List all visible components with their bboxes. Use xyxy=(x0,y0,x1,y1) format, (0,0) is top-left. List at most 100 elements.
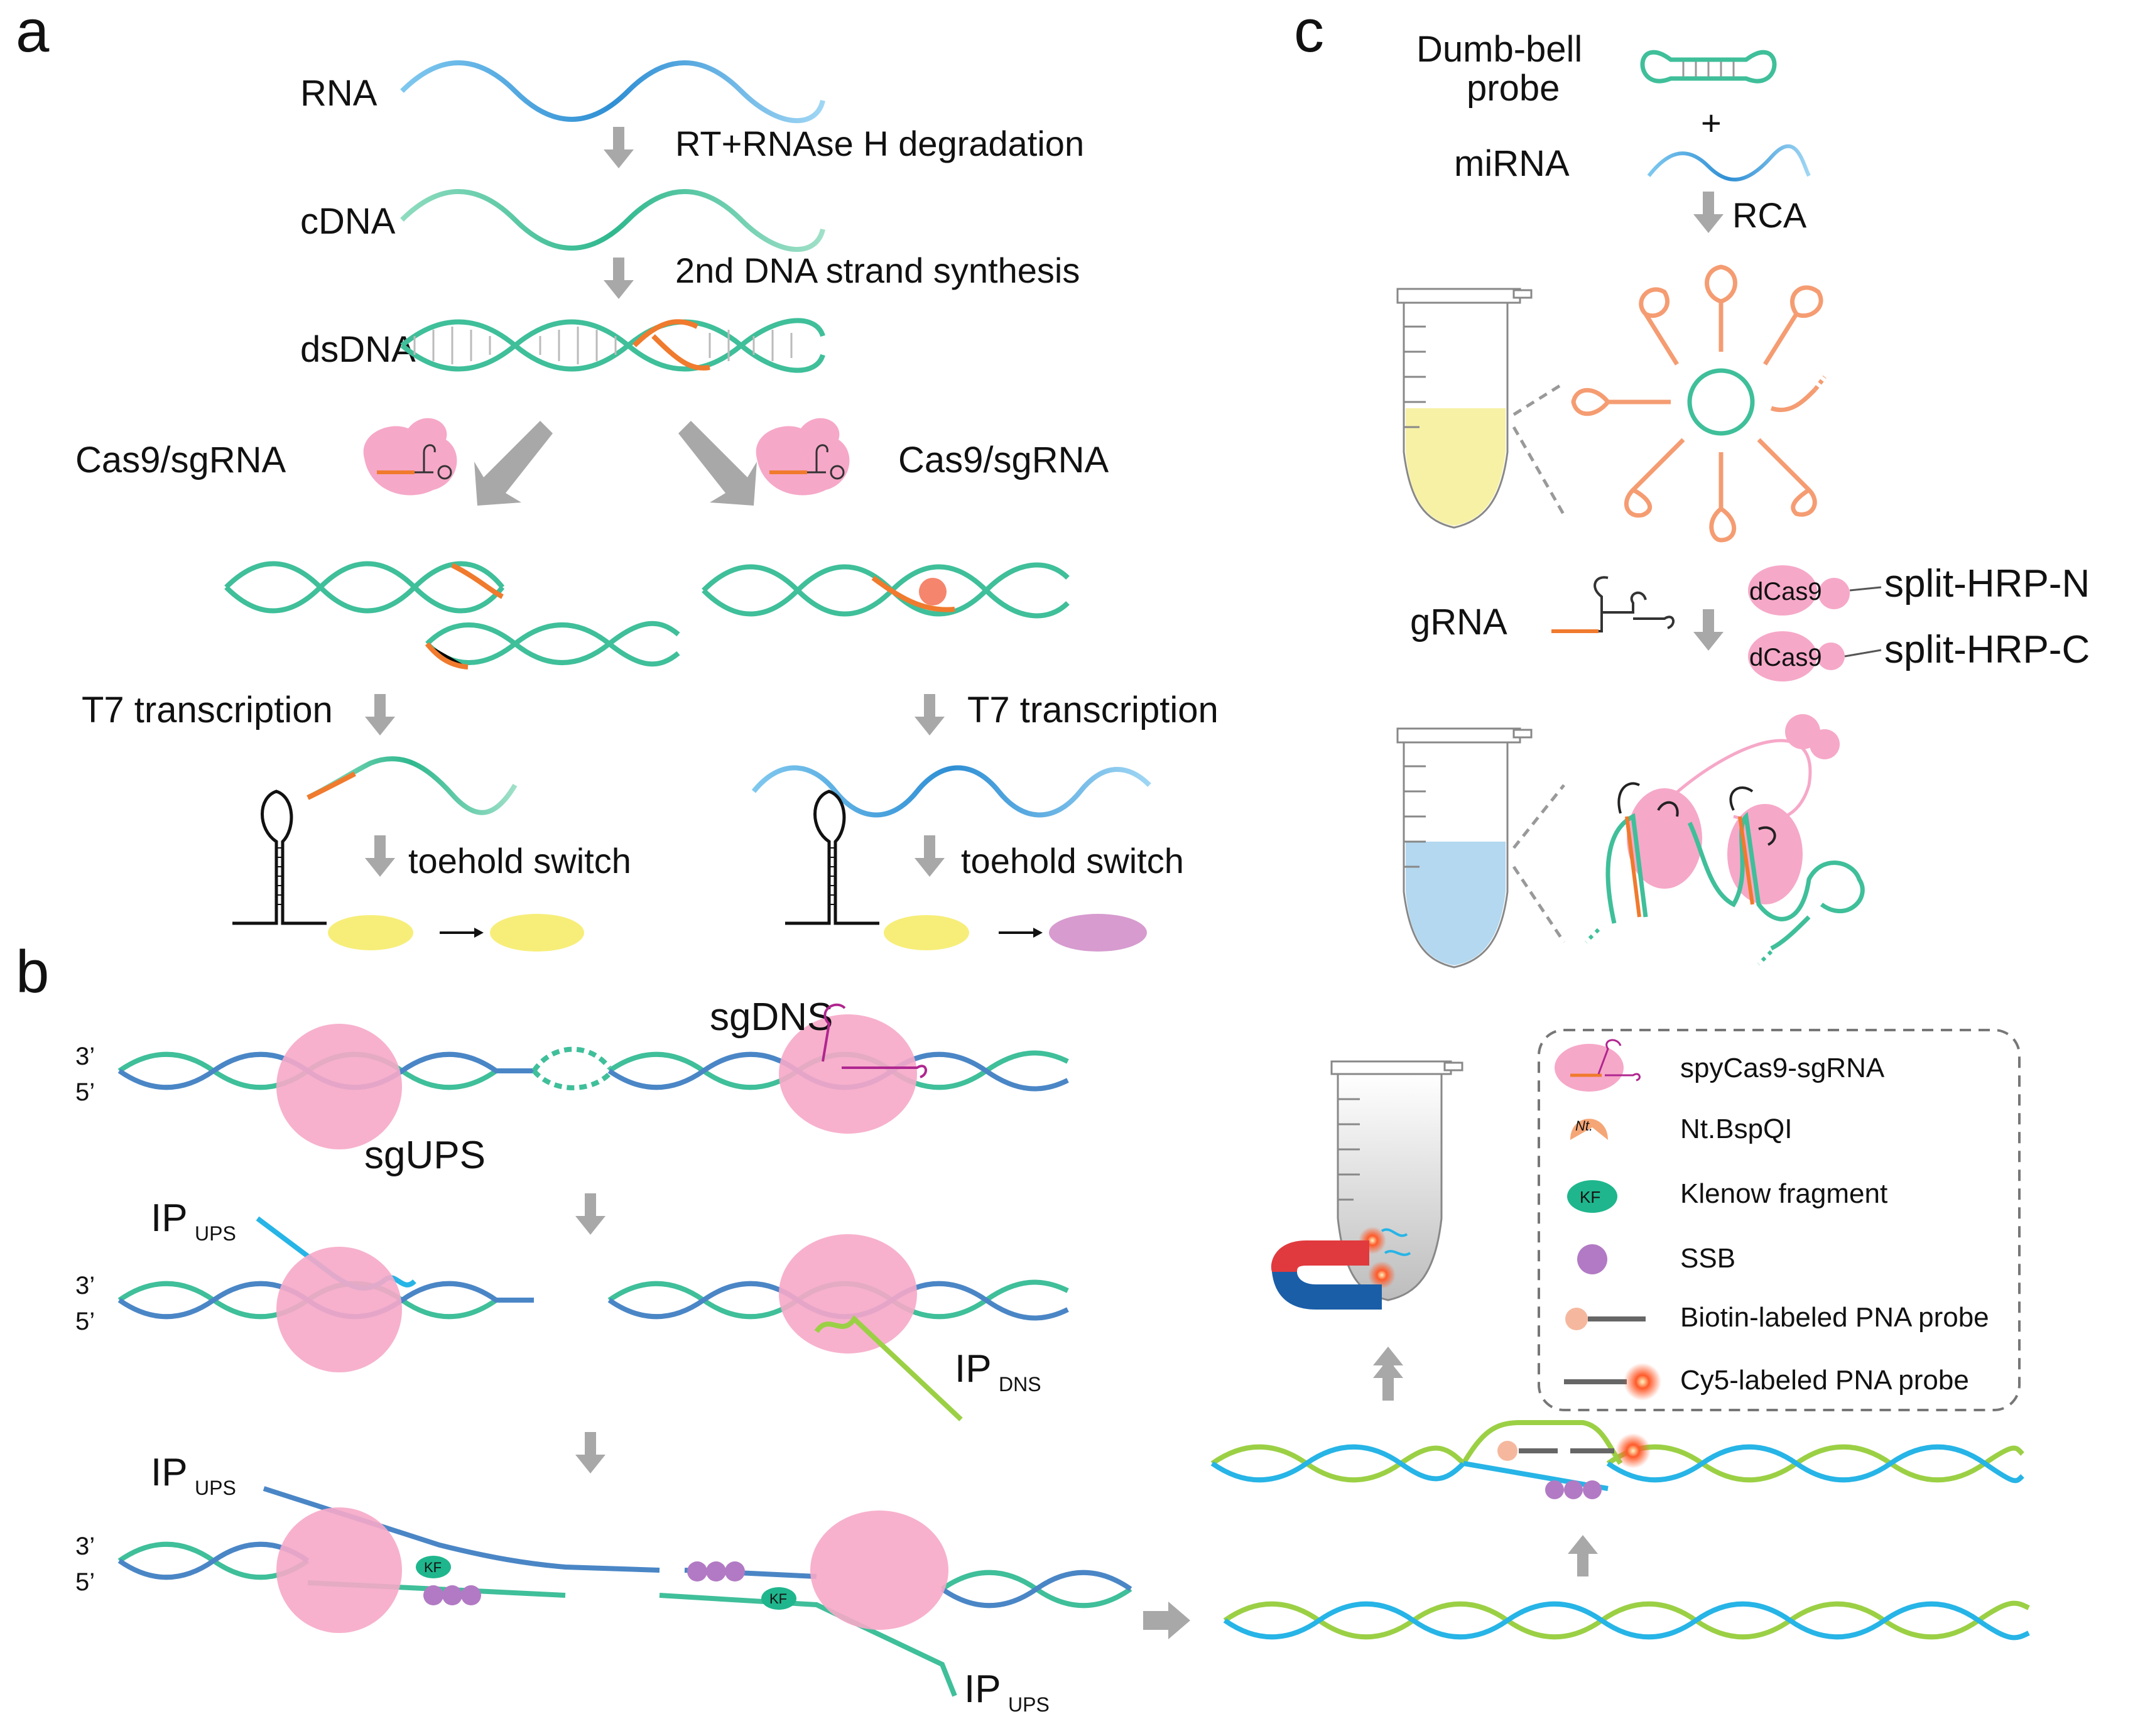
cdna-label: cDNA xyxy=(300,201,396,242)
ip-ups-label-3: IP xyxy=(964,1668,1001,1711)
target-dna-row3 xyxy=(117,1486,1132,1697)
ip-ups-sub-3: UPS xyxy=(1008,1693,1050,1716)
dcas9-label-1: dCas9 xyxy=(1749,578,1822,605)
ip-ups-label-1: IP xyxy=(151,1196,188,1240)
toehold-left-label: toehold switch xyxy=(408,841,631,881)
cas9-sgrna-left-label: Cas9/sgRNA xyxy=(75,440,286,480)
dsdna-helix xyxy=(400,318,825,373)
arrow-a3-right xyxy=(678,421,757,506)
magnet-icon xyxy=(1271,1240,1382,1310)
dsdna-label: dsDNA xyxy=(300,329,416,370)
panel-b-label: b xyxy=(16,938,49,1006)
reporter-arrow-right-head xyxy=(1033,928,1043,938)
ip-ups-label-2: IP xyxy=(151,1451,188,1494)
ip-dns-probe xyxy=(814,1315,963,1421)
legend-nt-label: Nt.BspQI xyxy=(1680,1114,1793,1144)
arrow-a4-right xyxy=(915,694,945,735)
arrow-b6-up xyxy=(1373,1347,1403,1388)
reporter-unchanged-left xyxy=(490,914,584,952)
legend-nt-icon: Nt. xyxy=(1570,1118,1608,1140)
arrow-c2 xyxy=(1693,609,1724,651)
short-transcript xyxy=(307,756,518,815)
rna-strand xyxy=(400,60,825,123)
legend-biotin-icon xyxy=(1565,1308,1646,1330)
short-transcript-tip xyxy=(307,771,356,800)
zoom-line-2a xyxy=(1512,784,1565,849)
grna-icon xyxy=(1551,576,1675,633)
cas9-sgups-row1 xyxy=(276,1024,402,1149)
sgups-label: sgUPS xyxy=(364,1134,486,1177)
cas9-row3-left xyxy=(276,1507,402,1633)
arrow-b2 xyxy=(575,1432,605,1473)
arrow-toehold-right xyxy=(915,835,945,877)
arrow-a2 xyxy=(604,258,634,299)
three-prime-2: 3’ xyxy=(75,1272,95,1299)
cdna-strand xyxy=(400,189,825,252)
ip-dns-sub: DNS xyxy=(999,1373,1041,1396)
step-second-strand: 2nd DNA strand synthesis xyxy=(675,251,1080,290)
cas9-sgrna-right-label: Cas9/sgRNA xyxy=(898,440,1109,480)
tube-yellow xyxy=(1396,288,1533,529)
cleaved-dsdna xyxy=(224,561,680,670)
arrow-c1 xyxy=(1693,192,1724,233)
cas9-row3-right xyxy=(810,1511,948,1630)
reporter-on-right xyxy=(1049,914,1147,952)
panel-c-label: c xyxy=(1294,0,1324,65)
legend-cas9-label: spyCas9-sgRNA xyxy=(1680,1053,1885,1083)
legend-biotin-label: Biotin-labeled PNA probe xyxy=(1680,1302,1989,1333)
kf-text-row3a: KF xyxy=(424,1560,442,1575)
kf-icon-row3a: KF xyxy=(416,1556,451,1578)
mirna-label: miRNA xyxy=(1454,143,1570,184)
dcas9-label-2: dCas9 xyxy=(1749,644,1822,671)
rca-label: RCA xyxy=(1732,195,1807,235)
step-rt-rnase: RT+RNAse H degradation xyxy=(675,124,1084,163)
reporter-arrow-left-head xyxy=(474,928,484,938)
zoom-line-2b xyxy=(1512,865,1566,943)
legend-kf-label: Klenow fragment xyxy=(1680,1178,1887,1209)
five-prime-1: 5’ xyxy=(75,1078,95,1106)
arrow-b1 xyxy=(575,1193,605,1235)
legend-ssb-label: SSB xyxy=(1680,1243,1735,1274)
legend-kf-icon: KF xyxy=(1567,1180,1617,1213)
ip-dns-label: IP xyxy=(955,1347,992,1391)
sgdns-label: sgDNS xyxy=(710,995,833,1039)
ssb-row3 xyxy=(423,1561,745,1605)
legend-kf-icon-text: KF xyxy=(1580,1188,1600,1207)
legend-cy5-icon xyxy=(1564,1363,1661,1401)
legend-ssb-icon xyxy=(1577,1244,1607,1274)
ip-ups-sub-1: UPS xyxy=(195,1222,236,1245)
mirna-strand xyxy=(1647,144,1811,182)
double-helix-bottom xyxy=(1223,1600,2030,1641)
arrow-toehold-left xyxy=(365,835,395,877)
cas9-row2-right xyxy=(779,1234,917,1354)
cas9-right-icon xyxy=(756,418,850,496)
zoom-line-1a xyxy=(1512,381,1565,416)
t7-left-label: T7 transcription xyxy=(82,690,333,730)
arrow-a4-left xyxy=(365,694,395,735)
cas9-sgdns-row1 xyxy=(779,1014,917,1134)
five-prime-2: 5’ xyxy=(75,1308,95,1335)
legend-nt-icon-text: Nt. xyxy=(1575,1118,1593,1134)
arrow-b4-up xyxy=(1568,1535,1598,1576)
zoom-line-1b xyxy=(1512,426,1566,516)
rca-product xyxy=(1571,264,1827,543)
three-prime-1: 3’ xyxy=(75,1043,95,1070)
dcas9-c xyxy=(1748,631,1882,681)
dumbbell-label-2: probe xyxy=(1467,68,1560,109)
reporter-off-right xyxy=(884,915,969,950)
five-prime-3: 5’ xyxy=(75,1568,95,1596)
full-transcript xyxy=(751,765,1151,818)
rna-label: RNA xyxy=(300,73,377,114)
target-dna-row2 xyxy=(117,1279,1069,1321)
dumbbell-label-1: Dumb-bell xyxy=(1416,29,1582,70)
plus-sign: + xyxy=(1701,103,1722,143)
arrow-a3-left xyxy=(474,421,553,506)
arrow-b3-right xyxy=(1143,1602,1190,1639)
split-hrp-n-label: split-HRP-N xyxy=(1884,562,2090,605)
three-prime-3: 3’ xyxy=(75,1533,95,1560)
dcas9-n xyxy=(1748,565,1882,616)
toehold-hairpin-left xyxy=(232,789,327,925)
ip-ups-sub-2: UPS xyxy=(195,1477,236,1499)
split-hrp-c-label: split-HRP-C xyxy=(1884,628,2090,671)
